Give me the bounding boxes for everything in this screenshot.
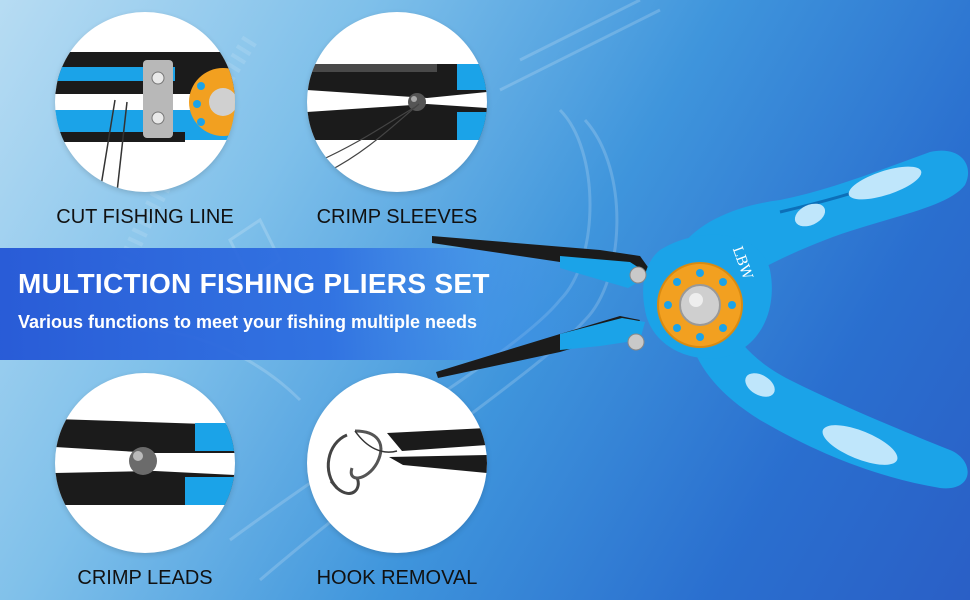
title-banner	[0, 248, 600, 360]
fishing-pliers-image: LBW	[432, 150, 969, 489]
banner-title: MULTICTION FISHING PLIERS SET	[18, 268, 490, 299]
upper-screw-icon	[629, 266, 647, 284]
lower-screw-icon	[627, 333, 645, 351]
feature-cut-fishing-line: CUT FISHING LINE	[25, 12, 265, 229]
feature-hook-removal: HOOK REMOVAL	[277, 373, 517, 590]
line-cutter-closeup-icon	[55, 12, 235, 192]
banner-subtitle: Various functions to meet your fishing m…	[18, 312, 478, 332]
hook-removal-closeup-icon	[307, 373, 487, 553]
lower-handle	[690, 325, 968, 489]
feature-crimp-leads: CRIMP LEADS	[25, 373, 265, 590]
upper-jaw	[432, 236, 650, 284]
crimp-lead-closeup-icon	[55, 373, 235, 553]
feature-label: CRIMP LEADS	[77, 567, 213, 589]
feature-label: HOOK REMOVAL	[316, 567, 478, 589]
feature-crimp-sleeves: CRIMP SLEEVES	[277, 12, 517, 229]
crimp-sleeve-closeup-icon	[307, 12, 487, 192]
feature-label: CRIMP SLEEVES	[316, 206, 478, 228]
feature-label: CUT FISHING LINE	[56, 206, 234, 228]
